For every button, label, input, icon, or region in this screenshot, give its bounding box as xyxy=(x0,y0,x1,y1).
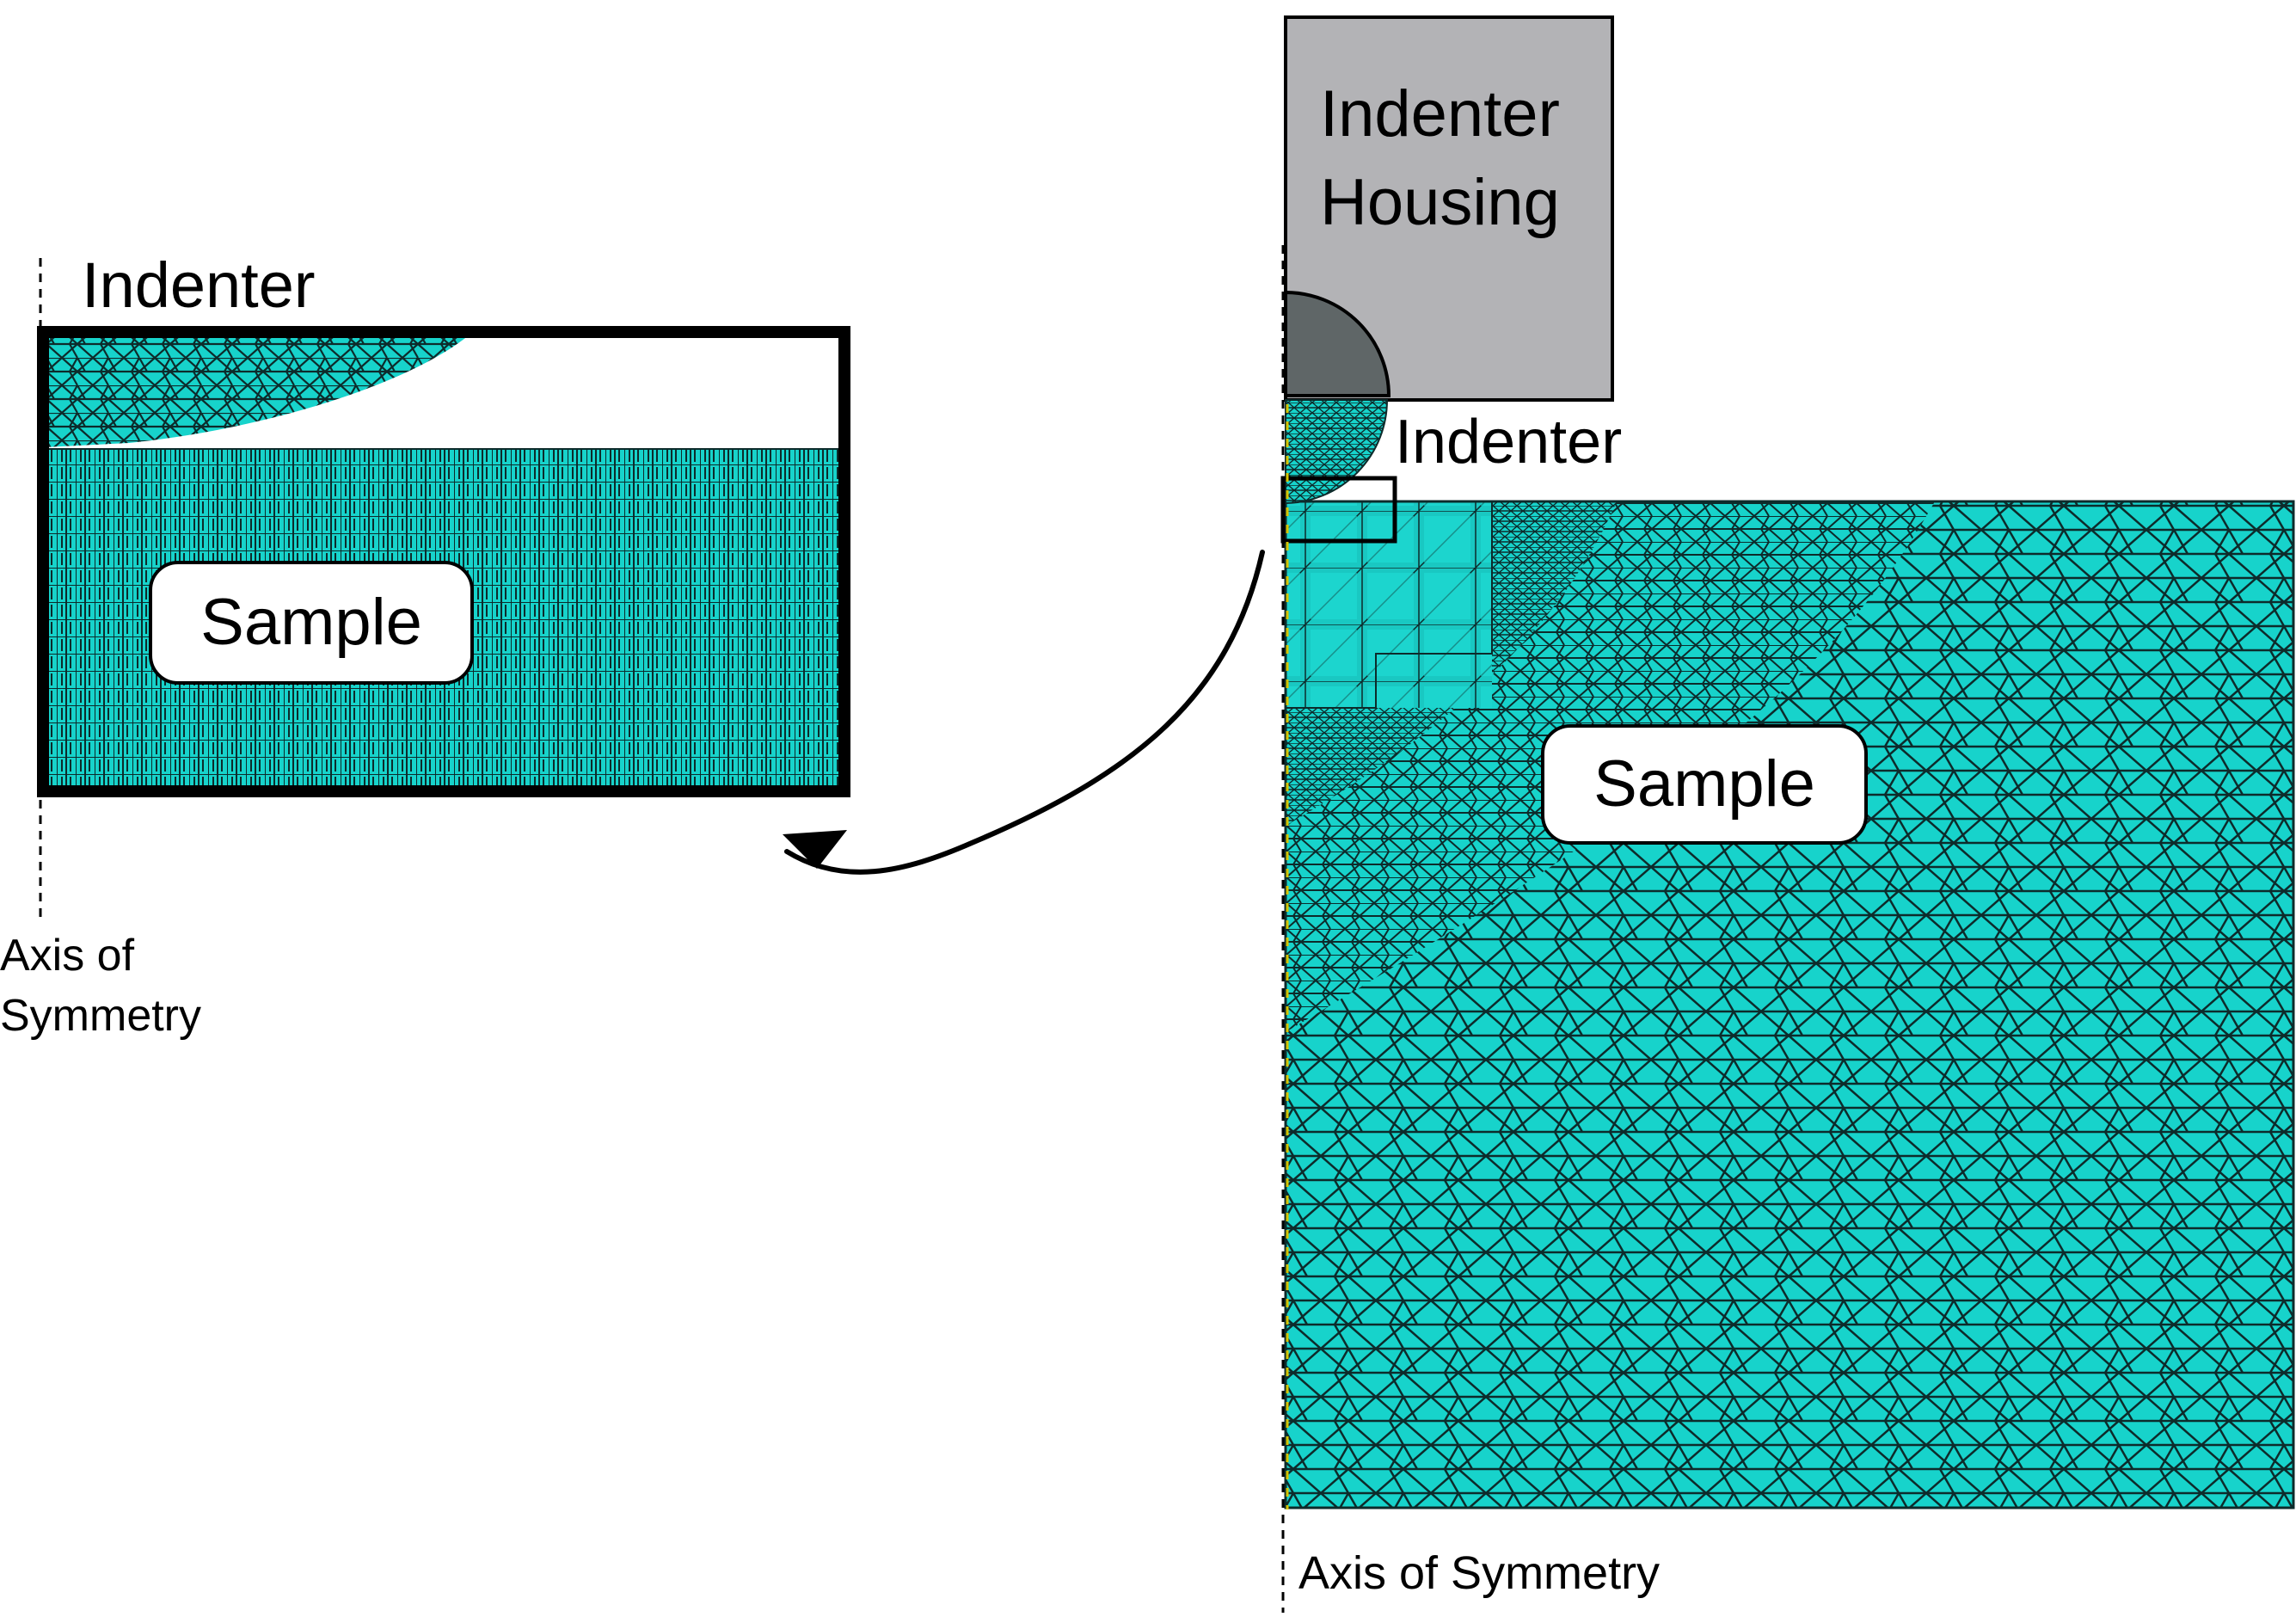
arrowhead xyxy=(783,830,847,869)
axis-label-inset-line2: Symmetry xyxy=(0,991,201,1041)
sample-mesh-refined-edge xyxy=(1286,501,1493,709)
indenter-label-inset: Indenter xyxy=(82,249,316,321)
housing-label-line2: Housing xyxy=(1320,166,1560,239)
housing-label-line1: Indenter xyxy=(1320,77,1560,151)
sample-mesh-refined-block xyxy=(1286,501,1492,708)
indenter-mesh xyxy=(1285,399,1389,505)
sample-label-main: Sample xyxy=(1541,724,1868,845)
inset-indenter-mesh xyxy=(45,335,469,447)
axis-label-inset-line1: Axis of xyxy=(0,931,135,981)
sample-label-inset: Sample xyxy=(149,561,474,685)
curved-arrow-icon xyxy=(783,550,1265,875)
axis-label-main: Axis of Symmetry xyxy=(1298,1547,1661,1599)
sample-outline xyxy=(1284,500,2295,1509)
inset-frame xyxy=(37,326,850,797)
indenter-tip xyxy=(1286,290,1391,397)
main-model xyxy=(1280,15,2295,1613)
indenter-label-main: Indenter xyxy=(1395,408,1623,476)
